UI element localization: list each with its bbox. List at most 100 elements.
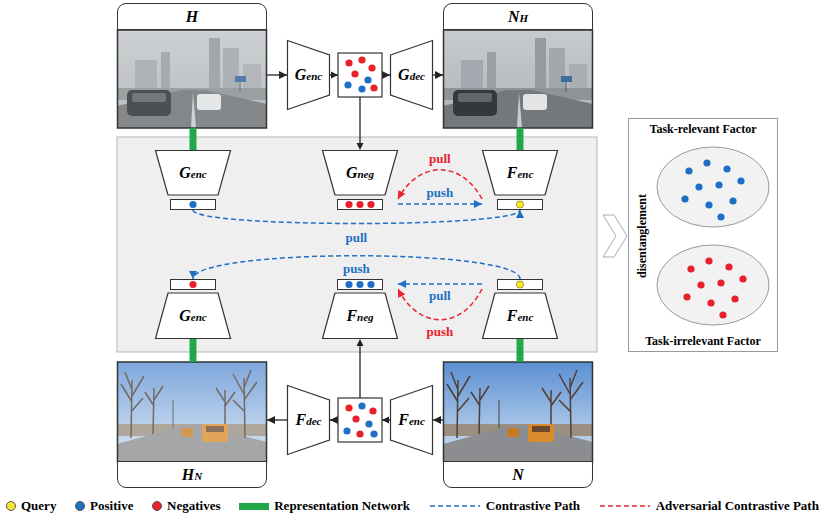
- dehazed-photo: [443, 30, 593, 128]
- factor-label: Task-relevant Factor: [629, 122, 777, 136]
- contrastive-path: [398, 283, 482, 285]
- text-holder: Genc: [155, 293, 231, 339]
- image-panel: NH: [443, 3, 593, 128]
- vector-dot: [717, 279, 724, 286]
- vector-dot: [516, 281, 523, 288]
- factor-label: Task-irrelevant Factor: [629, 334, 777, 348]
- network-trapezoid: [288, 386, 330, 455]
- vector-dot: [345, 281, 352, 288]
- image-panel: H: [117, 3, 267, 128]
- network-name: Genc: [179, 307, 206, 325]
- vector-dot: [367, 281, 374, 288]
- vector-dot: [369, 407, 376, 414]
- arrow-line: [359, 346, 360, 398]
- panel-tab: NH: [443, 3, 593, 30]
- legend-dot: [152, 501, 162, 511]
- vector-dot: [681, 195, 688, 202]
- arrow-line: [359, 97, 360, 143]
- vector-dot: [370, 84, 377, 91]
- legend-text: Contrastive Path: [486, 498, 580, 514]
- legend-item: Positive: [75, 498, 133, 514]
- network-name: Genc: [179, 164, 206, 182]
- text-holder: Fenc: [390, 385, 433, 455]
- clear-photo: [443, 362, 593, 462]
- vector-dot: [683, 293, 690, 300]
- adversarial-path: [398, 170, 482, 199]
- adversarial-path: [398, 289, 482, 320]
- contrastive-path: [193, 256, 520, 279]
- vector-dot: [351, 70, 358, 77]
- representation-link: [190, 339, 197, 362]
- panel-title: N: [512, 466, 524, 484]
- vector-dot: [345, 404, 352, 411]
- arrow-head: [331, 72, 338, 79]
- network-name: Genc: [295, 66, 322, 84]
- node-shape: [482, 279, 558, 339]
- edge-label: push: [341, 262, 372, 276]
- contrastive-path: [398, 203, 482, 205]
- vector-dot: [707, 299, 714, 306]
- feature-vector: [498, 200, 543, 210]
- network-name: Fenc: [507, 307, 534, 325]
- image-panel: HN: [117, 362, 267, 488]
- legend-text: Adversarial Contrastive Path: [656, 498, 819, 514]
- edge-label: pull: [427, 152, 453, 166]
- vector-dot: [705, 201, 712, 208]
- factor-ellipse: [657, 245, 769, 325]
- representation-panel: [117, 137, 597, 352]
- legend-item: Contrastive Path: [429, 498, 580, 514]
- vector-dot: [731, 295, 738, 302]
- network-name: Fenc: [398, 411, 425, 429]
- vector-dot: [364, 76, 371, 83]
- vector-dot: [723, 165, 730, 172]
- vector-dot: [719, 311, 726, 318]
- arrow-head: [357, 339, 364, 346]
- legend-item: Negatives: [152, 498, 220, 514]
- network-trapezoid: [391, 41, 433, 110]
- network-block: Gdec: [390, 40, 433, 110]
- flow-arrow: [267, 74, 287, 75]
- dashed-line: [430, 505, 480, 507]
- vector-dot: [345, 59, 352, 66]
- feature-vector: [171, 280, 216, 290]
- network-block: Genc: [155, 150, 231, 210]
- vector-dot: [705, 257, 712, 264]
- legend-text: Query: [21, 498, 56, 514]
- arrow-head: [382, 417, 389, 424]
- legend-line: [429, 502, 481, 510]
- vector-dot: [717, 213, 724, 220]
- panel-title: NH: [508, 8, 528, 26]
- network-name: Fneg: [346, 307, 373, 325]
- vector-dot: [365, 420, 372, 427]
- vector-dot: [368, 64, 375, 71]
- network-block: Genc: [155, 279, 231, 339]
- haze-overlay: [117, 30, 267, 128]
- vector-dot: [367, 201, 374, 208]
- vector-dot: [715, 181, 722, 188]
- vector-dot: [189, 281, 196, 288]
- text-holder: Fdec: [287, 385, 330, 455]
- representation-link: [190, 128, 197, 150]
- legend-bar: [239, 503, 269, 510]
- legend-item: Representation Network: [239, 498, 410, 514]
- edge-label: pull: [344, 231, 370, 245]
- legend-line: [599, 502, 651, 510]
- feature-vector: [498, 280, 543, 290]
- vector-dot: [697, 281, 704, 288]
- text-holder: Gneg: [322, 150, 398, 195]
- flow-arrow: [433, 419, 443, 420]
- factor-ellipse: [657, 147, 769, 227]
- text-holder: Fenc: [482, 293, 558, 339]
- node-shape: [482, 150, 558, 210]
- vector-dot: [358, 85, 365, 92]
- photo-frame: [118, 30, 267, 128]
- network-block: Genc: [287, 40, 330, 110]
- flow-arrow: [433, 74, 443, 75]
- vector-dot: [189, 201, 196, 208]
- network-name: Fdec: [296, 411, 322, 429]
- node-shape: [322, 279, 398, 339]
- text-holder: Fenc: [482, 150, 558, 195]
- network-name: Fenc: [507, 164, 534, 182]
- network-name: Gneg: [346, 164, 374, 182]
